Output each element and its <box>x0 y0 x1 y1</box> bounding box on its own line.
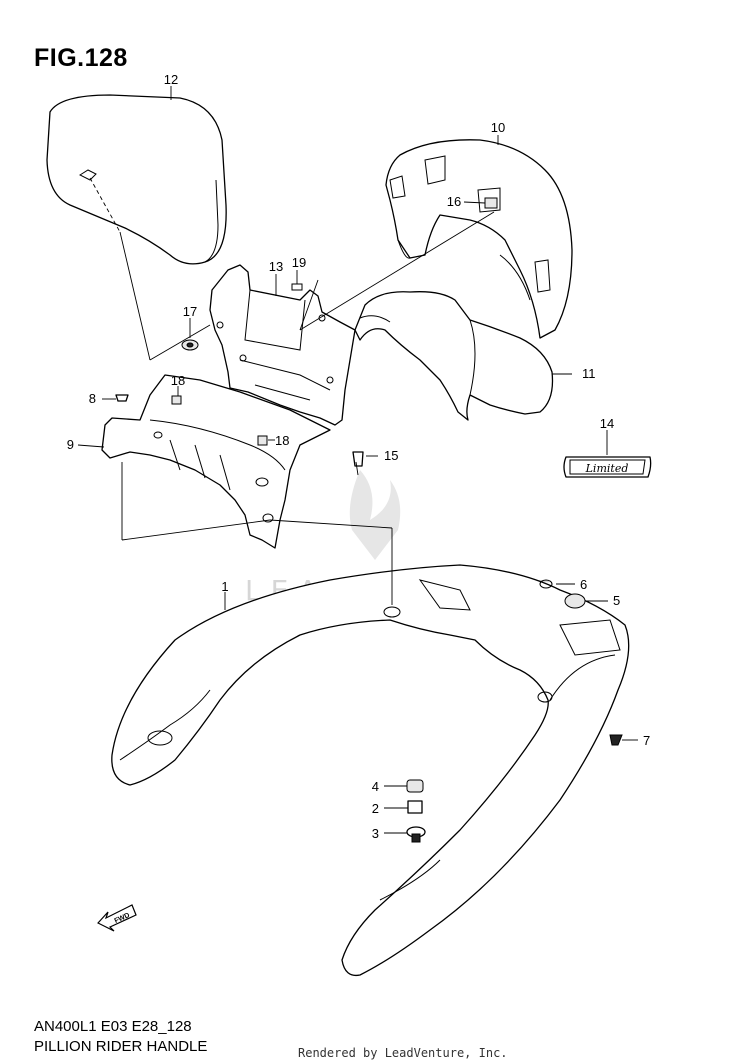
backrest-frame[interactable] <box>385 139 573 339</box>
screw-6 <box>539 579 553 589</box>
part-label: 11 <box>582 366 596 381</box>
part-label: 13 <box>269 259 283 274</box>
part-label: 3 <box>372 826 379 841</box>
part-label: 14 <box>600 416 614 431</box>
part-label: 18 <box>171 373 185 388</box>
backrest-bracket[interactable] <box>209 264 356 426</box>
cap-5 <box>564 593 586 609</box>
model-code: AN400L1 E03 E28_128 <box>34 1018 192 1035</box>
part-label: 4 <box>372 779 379 794</box>
part-label: 18 <box>275 433 289 448</box>
nut-16 <box>484 197 498 209</box>
part-label: 1 <box>221 579 228 594</box>
emblem-text: Limited <box>585 462 629 475</box>
screw-19 <box>291 283 303 291</box>
part-label: 6 <box>580 577 587 592</box>
limited-emblem[interactable]: Limited <box>563 456 652 478</box>
rear-bracket[interactable] <box>101 374 331 549</box>
bolt-15 <box>352 451 364 467</box>
part-label: 9 <box>67 437 74 452</box>
part-label: 17 <box>183 304 197 319</box>
part-label: 10 <box>491 120 505 135</box>
part-label: 15 <box>384 448 398 463</box>
render-credit: Rendered by LeadVenture, Inc. <box>298 1046 508 1060</box>
part-label: 5 <box>613 593 620 608</box>
part-label: 7 <box>643 733 650 748</box>
hardware <box>115 197 623 843</box>
screw-18a <box>171 395 182 405</box>
part-label: 16 <box>447 194 461 209</box>
backrest-pad[interactable] <box>46 94 227 265</box>
screw-18b <box>257 435 268 446</box>
fwd-arrow-icon: FWD <box>97 904 137 932</box>
part-label: 8 <box>89 391 96 406</box>
bolt-2 <box>407 800 423 814</box>
part-labels: 12 10 16 13 19 17 11 18 8 14 18 9 15 6 1… <box>67 72 650 841</box>
clip-7 <box>609 734 623 746</box>
part-label: 19 <box>292 255 306 270</box>
screw-8 <box>115 394 129 402</box>
figure-title: FIG.128 <box>34 44 128 72</box>
part-label: 12 <box>164 72 178 87</box>
part-label: 2 <box>372 801 379 816</box>
leader-lines <box>77 86 638 834</box>
figure-caption: PILLION RIDER HANDLE <box>34 1038 208 1055</box>
pillion-handle[interactable] <box>111 564 630 977</box>
lower-cover[interactable] <box>354 291 554 421</box>
cap-4 <box>406 779 424 793</box>
